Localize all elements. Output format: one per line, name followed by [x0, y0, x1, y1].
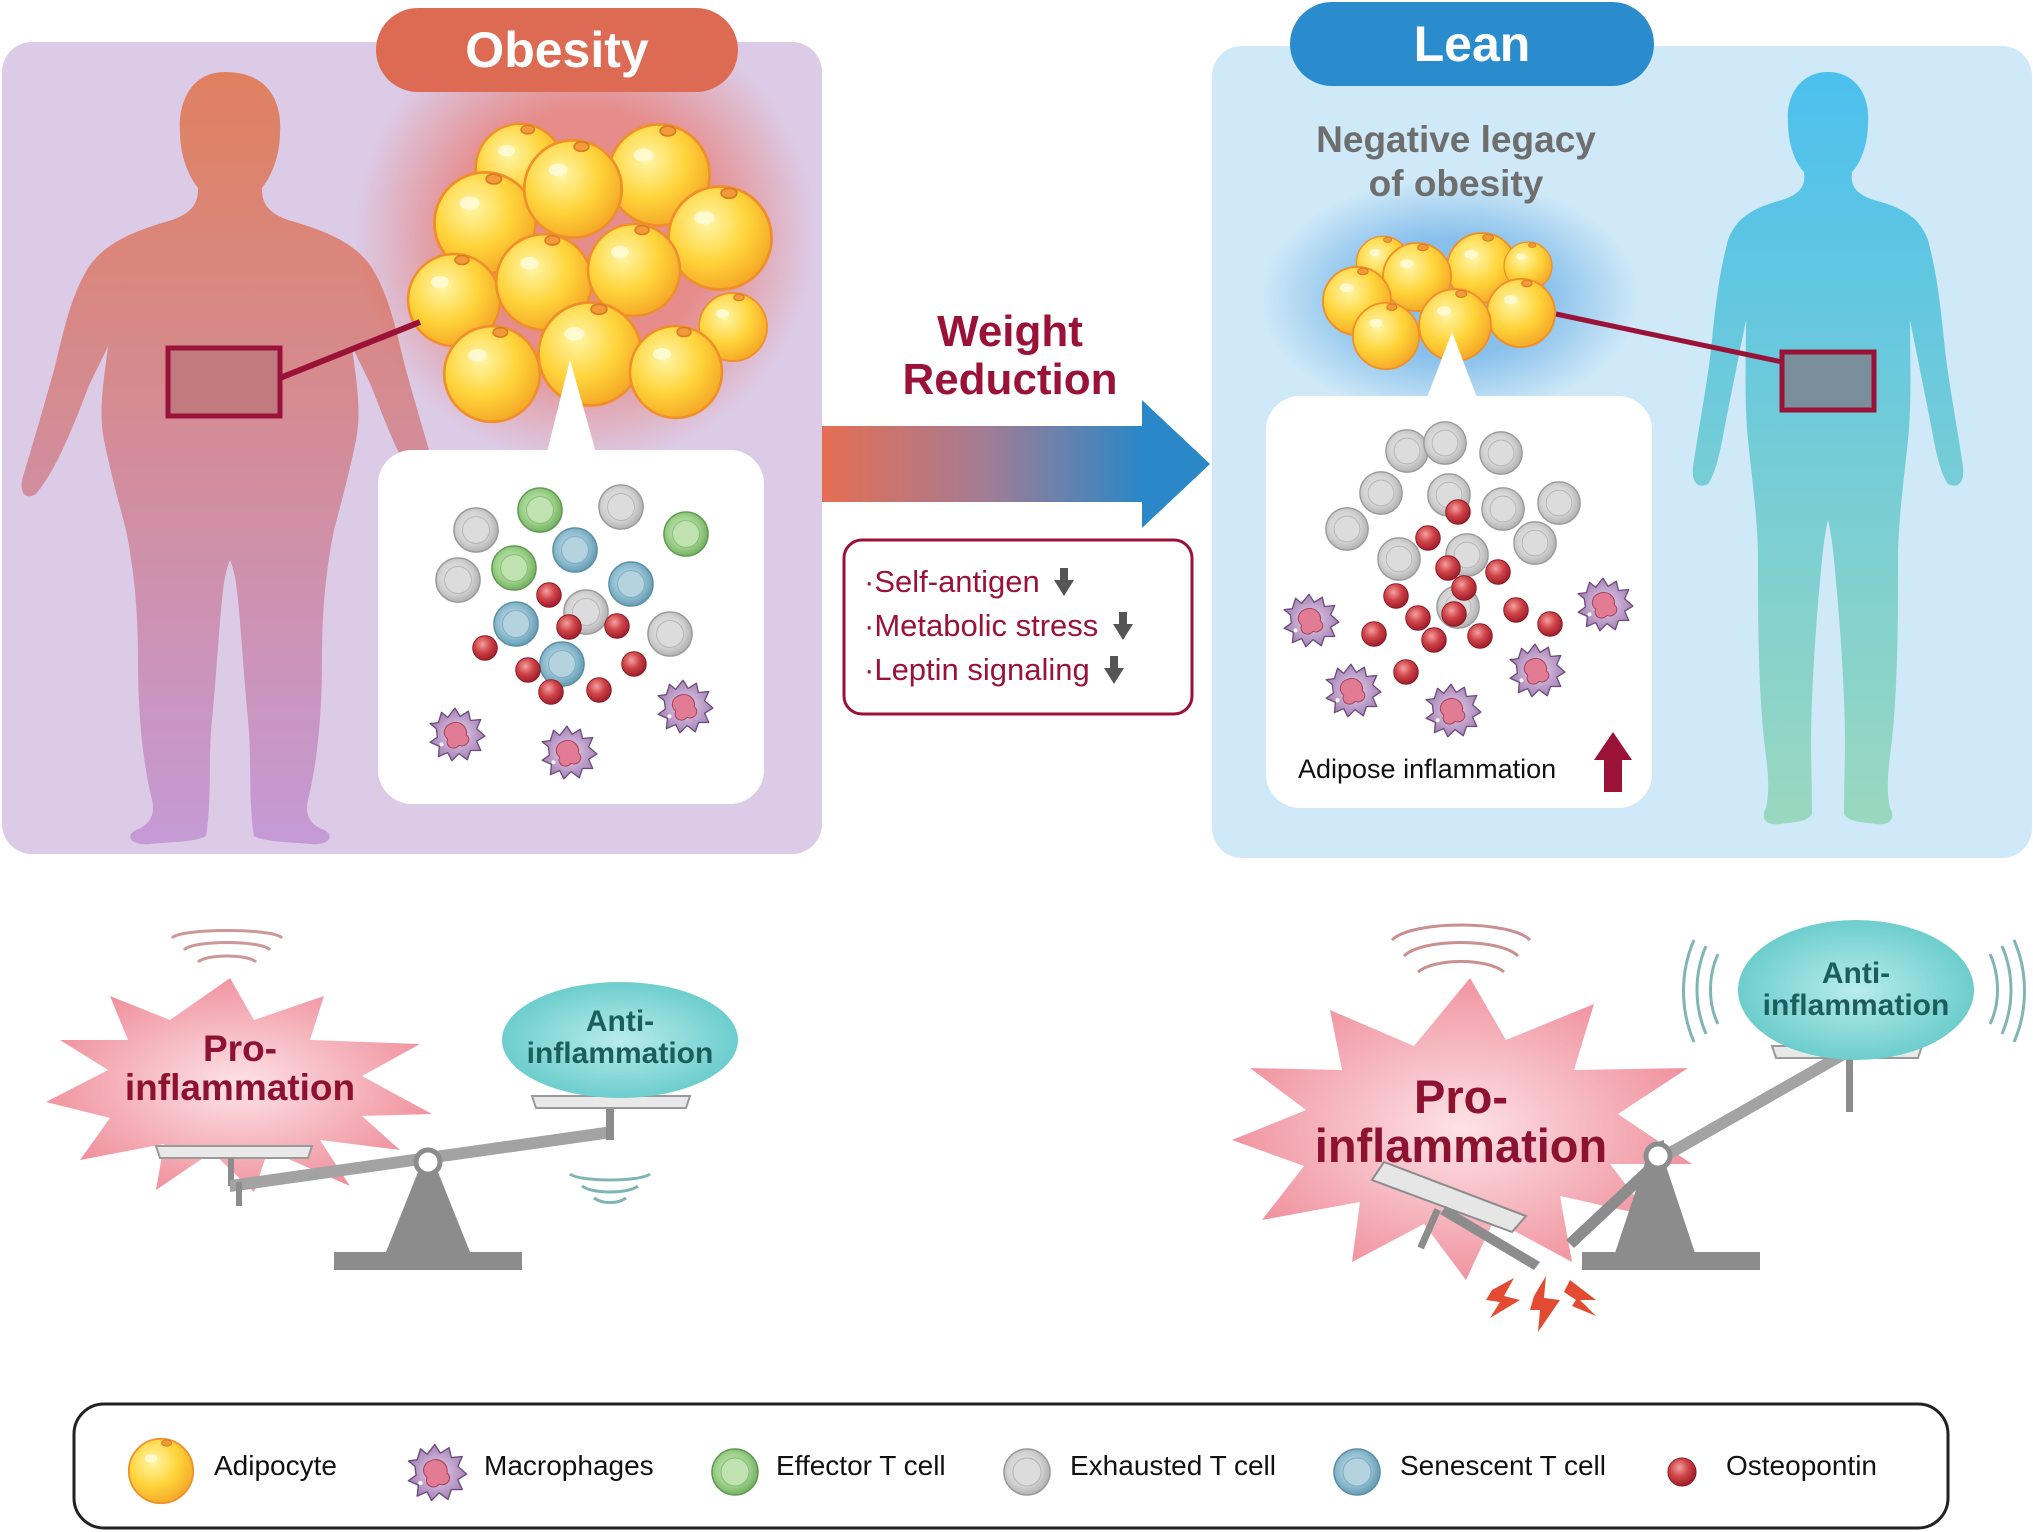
lean-title: Lean: [1290, 2, 1654, 86]
factor-metabolic-stress: ·Metabolic stress: [864, 608, 1133, 644]
crack-spark-icon: [1564, 1280, 1596, 1316]
pro-inflammation-burst-left: [46, 978, 432, 1192]
weight-reduction-arrow-shaft: [822, 426, 1142, 502]
obese-highlight-box: [165, 345, 283, 419]
pro-inflammation-burst-right: [1232, 978, 1692, 1280]
obese-body-silhouette: [21, 72, 439, 845]
osteopontin-icon: [1667, 1457, 1697, 1487]
factor-self-antigen: ·Self-antigen: [864, 564, 1074, 600]
legend-exhausted-t-cell-label: Exhausted T cell: [1070, 1450, 1276, 1481]
down-arrow-icon: [1104, 656, 1124, 684]
crack-spark-icon: [1486, 1278, 1520, 1318]
adipose-inflammation-up-arrow: [1594, 732, 1632, 792]
lean-connector-line: [1555, 311, 1783, 365]
legend-senescent-t-cell-label: Senescent T cell: [1400, 1450, 1606, 1481]
weight-reduction-arrow-head: [1142, 400, 1210, 528]
anti-inflammation-ellipse-right: [1738, 920, 1974, 1060]
balance-right: [1232, 920, 2026, 1332]
factor-box: [842, 538, 1194, 716]
effector-t-cell-icon: [711, 1448, 759, 1496]
legend-effector-t-cell-label: Effector T cell: [776, 1450, 946, 1481]
adipose-inflammation-label: Adipose inflammation: [1298, 754, 1557, 784]
weight-reduction-line2: Reduction: [902, 355, 1118, 404]
exhausted-t-cell-icon: [1003, 1448, 1051, 1496]
senescent-t-cell-icon: [1333, 1448, 1381, 1496]
factor-leptin-signaling: ·Leptin signaling: [864, 652, 1124, 688]
anti-inflammation-label-right: Anti- inflammation: [1762, 957, 1950, 1022]
weight-reduction-line1: Weight: [937, 307, 1083, 356]
obese-callout-pointer: [545, 360, 598, 460]
negative-legacy-line2: of obesity: [1368, 163, 1544, 204]
lean-highlight-box: [1779, 349, 1877, 413]
pro-inflammation-label-right: Pro- inflammation: [1314, 1070, 1608, 1173]
down-arrow-icon: [1054, 568, 1074, 596]
lean-callout-pointer: [1426, 332, 1478, 400]
adipocyte-icon: [127, 1437, 195, 1505]
pro-inflammation-label-left: Pro- inflammation: [124, 1028, 356, 1108]
legend-macrophages-label: Macrophages: [484, 1450, 654, 1481]
obese-connector-line: [278, 319, 422, 381]
balance-left: [46, 929, 738, 1270]
anti-inflammation-label-left: Anti- inflammation: [526, 1005, 714, 1070]
factor-list: ·Self-antigen ·Metabolic stress ·Leptin …: [844, 540, 1192, 714]
crack-spark-icon: [1530, 1276, 1560, 1332]
legend-adipocyte-label: Adipocyte: [214, 1450, 337, 1481]
legend-osteopontin-label: Osteopontin: [1726, 1450, 1877, 1481]
lean-body-silhouette: [1692, 72, 1964, 825]
obesity-title: Obesity: [376, 8, 738, 92]
anti-inflammation-ellipse-left: [502, 982, 738, 1098]
weight-reduction-title: Weight Reduction: [870, 308, 1150, 404]
negative-legacy-line1: Negative legacy: [1316, 119, 1596, 160]
down-arrow-icon: [1113, 612, 1133, 640]
negative-legacy-label: Negative legacy of obesity: [1260, 118, 1652, 206]
